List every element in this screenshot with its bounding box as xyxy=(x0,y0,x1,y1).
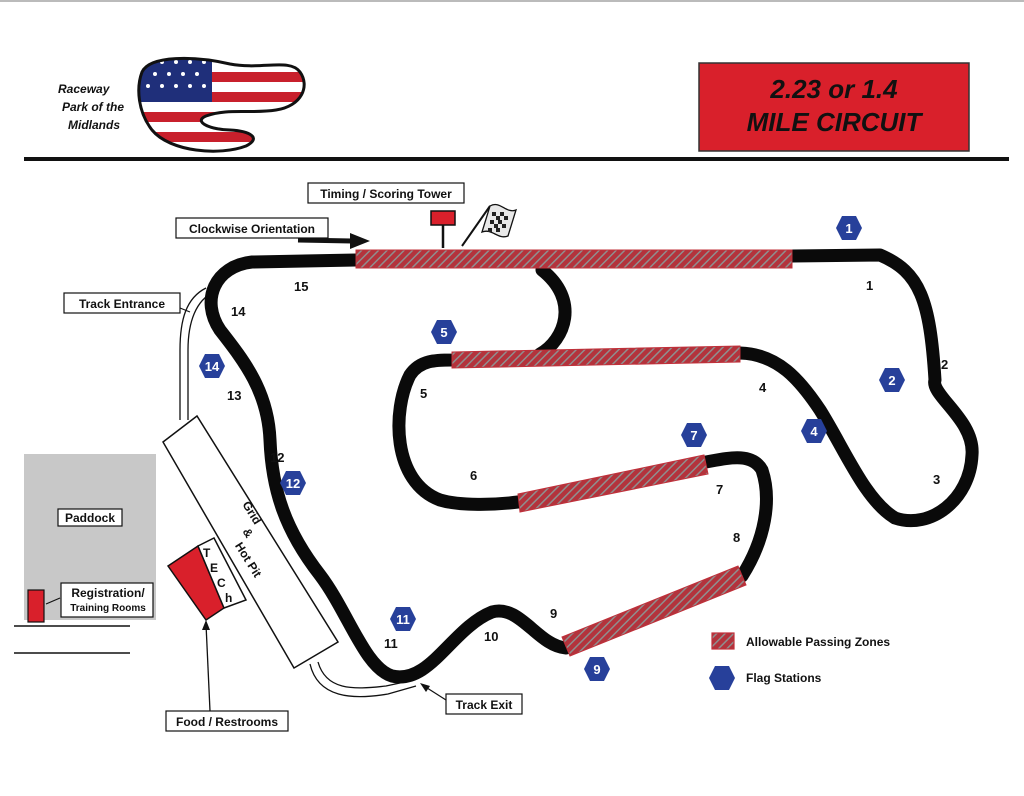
legend-flag-icon xyxy=(709,666,735,690)
header-divider xyxy=(24,157,1009,161)
turn-label: 2 xyxy=(941,357,948,372)
header-line-2: MILE CIRCUIT xyxy=(747,107,924,137)
track-exit-label: Track Exit xyxy=(456,698,513,712)
food-pointer-head xyxy=(202,620,210,630)
tech-letter-1: T xyxy=(203,546,211,560)
passing-zone-back-straight xyxy=(451,345,741,369)
tech-letter-2: E xyxy=(210,561,218,575)
flag-station-icon: 5 xyxy=(431,320,457,344)
turn-label: 12 xyxy=(270,450,284,465)
food-label-box xyxy=(165,710,289,732)
track-exit-label-box xyxy=(445,693,523,715)
registration-building xyxy=(27,589,45,623)
checkered-flag-icon xyxy=(461,203,518,247)
paddock-label: Paddock xyxy=(65,511,115,525)
tech-letter-4: h xyxy=(225,591,232,605)
flag-station-icon: 11 xyxy=(390,607,416,631)
turn-label: 4 xyxy=(759,380,767,395)
flag-station-number: 2 xyxy=(888,373,895,388)
food-label: Food / Restrooms xyxy=(176,715,278,729)
track-entrance-pointer xyxy=(179,307,191,313)
race-track xyxy=(204,248,979,684)
turn-label: 15 xyxy=(294,279,308,294)
flag-stations: 1 2 4 5 7 9 11 12 xyxy=(199,216,905,681)
turn-label: 1 xyxy=(866,278,873,293)
flag-station-number: 11 xyxy=(396,612,410,627)
passing-zone-main-straight xyxy=(355,249,793,269)
flag-station-icon: 1 xyxy=(836,216,862,240)
turn-numbers: 1 2 3 4 5 6 7 8 9 10 11 12 13 14 15 xyxy=(227,278,948,651)
grid-hot-pit: Grid & Hot Pit xyxy=(162,414,340,670)
turn-label: 8 xyxy=(733,530,740,545)
legend-flag-label: Flag Stations xyxy=(746,671,822,685)
registration-label-2: Training Rooms xyxy=(70,603,146,614)
passing-zone-lower-straight xyxy=(561,565,747,657)
timing-tower-label: Timing / Scoring Tower xyxy=(320,187,452,201)
registration-label-box xyxy=(60,582,154,618)
flag-station-icon: 14 xyxy=(199,354,225,378)
timing-tower-label-box xyxy=(307,182,465,204)
registration-label-1: Registration/ xyxy=(71,586,145,600)
food-tech-building: T E C h xyxy=(166,536,248,622)
legend-passing-swatch xyxy=(711,632,735,650)
turn-label: 10 xyxy=(484,629,498,644)
track-exit-pointer-head xyxy=(420,683,430,692)
flag-station-icon: 4 xyxy=(801,419,827,443)
passing-zone-esses xyxy=(517,454,709,513)
logo-line-1: Raceway xyxy=(58,82,111,96)
turn-label: 3 xyxy=(933,472,940,487)
logo-line-2: Park of the xyxy=(62,100,124,114)
turn-label: 5 xyxy=(420,386,427,401)
circuit-header: 2.23 or 1.4 MILE CIRCUIT xyxy=(698,62,970,152)
track-entrance-label-box xyxy=(63,292,181,314)
paddock-label-box xyxy=(57,508,123,527)
timing-tower xyxy=(430,210,456,226)
flag-station-number: 5 xyxy=(440,325,447,340)
header-line-1: 2.23 or 1.4 xyxy=(769,74,898,104)
passing-zones xyxy=(355,249,793,657)
track-entrance-label: Track Entrance xyxy=(79,297,165,311)
flag-station-number: 9 xyxy=(593,662,600,677)
orientation-arrow xyxy=(297,237,353,244)
turn-label: 11 xyxy=(384,636,398,651)
legend-passing-label: Allowable Passing Zones xyxy=(746,635,890,649)
flag-station-number: 1 xyxy=(845,221,852,236)
orientation-label: Clockwise Orientation xyxy=(189,222,315,236)
legend: Allowable Passing Zones Flag Stations xyxy=(709,632,890,690)
orientation-arrow-head xyxy=(350,233,370,249)
registration-pointer xyxy=(45,597,61,605)
food-pointer xyxy=(205,623,211,712)
flag-station-number: 12 xyxy=(286,476,300,491)
turn-label: 14 xyxy=(231,304,246,319)
orientation-label-box xyxy=(175,217,329,239)
flag-station-icon: 9 xyxy=(584,657,610,681)
tech-letter-3: C xyxy=(217,576,226,590)
flag-station-number: 14 xyxy=(205,359,220,374)
turn-label: 6 xyxy=(470,468,477,483)
logo-line-3: Midlands xyxy=(68,118,120,132)
flag-station-number: 7 xyxy=(690,428,697,443)
logo: Raceway Park of the Midlands xyxy=(58,56,306,153)
flag-station-number: 4 xyxy=(810,424,818,439)
turn-label: 9 xyxy=(550,606,557,621)
flag-station-icon: 7 xyxy=(681,423,707,447)
turn-label: 13 xyxy=(227,388,241,403)
flag-station-icon: 2 xyxy=(879,368,905,392)
pit-lane xyxy=(179,287,417,698)
flag-station-icon: 12 xyxy=(280,471,306,495)
turn-label: 7 xyxy=(716,482,723,497)
